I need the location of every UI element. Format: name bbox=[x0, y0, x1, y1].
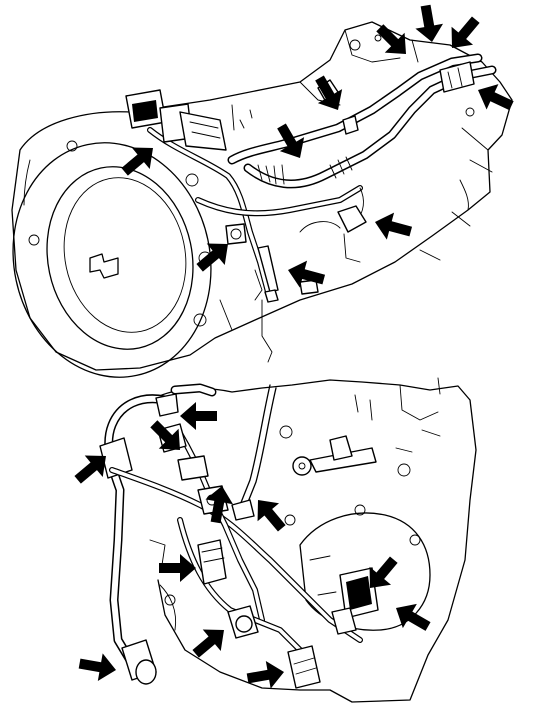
pointer-arrow bbox=[396, 603, 431, 631]
bottom-panel bbox=[74, 377, 477, 703]
cooler-line-left bbox=[99, 383, 217, 685]
wire-clamp bbox=[231, 499, 255, 521]
pointer-arrow bbox=[315, 75, 343, 110]
pointer-arrow bbox=[277, 123, 305, 158]
pointer-arrow bbox=[376, 24, 406, 54]
pointer-arrow bbox=[196, 243, 228, 272]
bell-housing bbox=[12, 140, 212, 378]
pointer-arrow bbox=[246, 660, 284, 689]
transmission-housing bbox=[11, 21, 513, 371]
pointer-arrow bbox=[78, 653, 116, 682]
top-panel-arrows bbox=[121, 4, 514, 288]
pointer-arrow bbox=[192, 629, 224, 658]
pointer-arrow bbox=[375, 212, 413, 240]
pointer-arrow bbox=[415, 4, 444, 42]
bottom-panel-arrows bbox=[74, 402, 431, 689]
top-panel bbox=[11, 4, 514, 378]
pointer-arrow bbox=[257, 500, 286, 532]
pointer-arrow bbox=[205, 486, 234, 524]
pointer-arrow bbox=[288, 260, 326, 288]
manual-valve-shaft bbox=[292, 435, 377, 476]
harness-clamp-mid bbox=[337, 205, 367, 233]
pointer-arrow bbox=[121, 147, 153, 176]
pointer-arrow bbox=[150, 420, 180, 450]
oil-cooler-hoses bbox=[227, 53, 497, 189]
pointer-arrow bbox=[478, 84, 514, 111]
pointer-arrow bbox=[74, 455, 106, 484]
top-wire-harness bbox=[125, 89, 367, 303]
bottom-wire-harness bbox=[109, 384, 363, 689]
pointer-arrow bbox=[159, 554, 196, 582]
pointer-arrow bbox=[180, 402, 217, 430]
pointer-arrow bbox=[451, 16, 480, 48]
pointer-arrow bbox=[369, 556, 398, 588]
